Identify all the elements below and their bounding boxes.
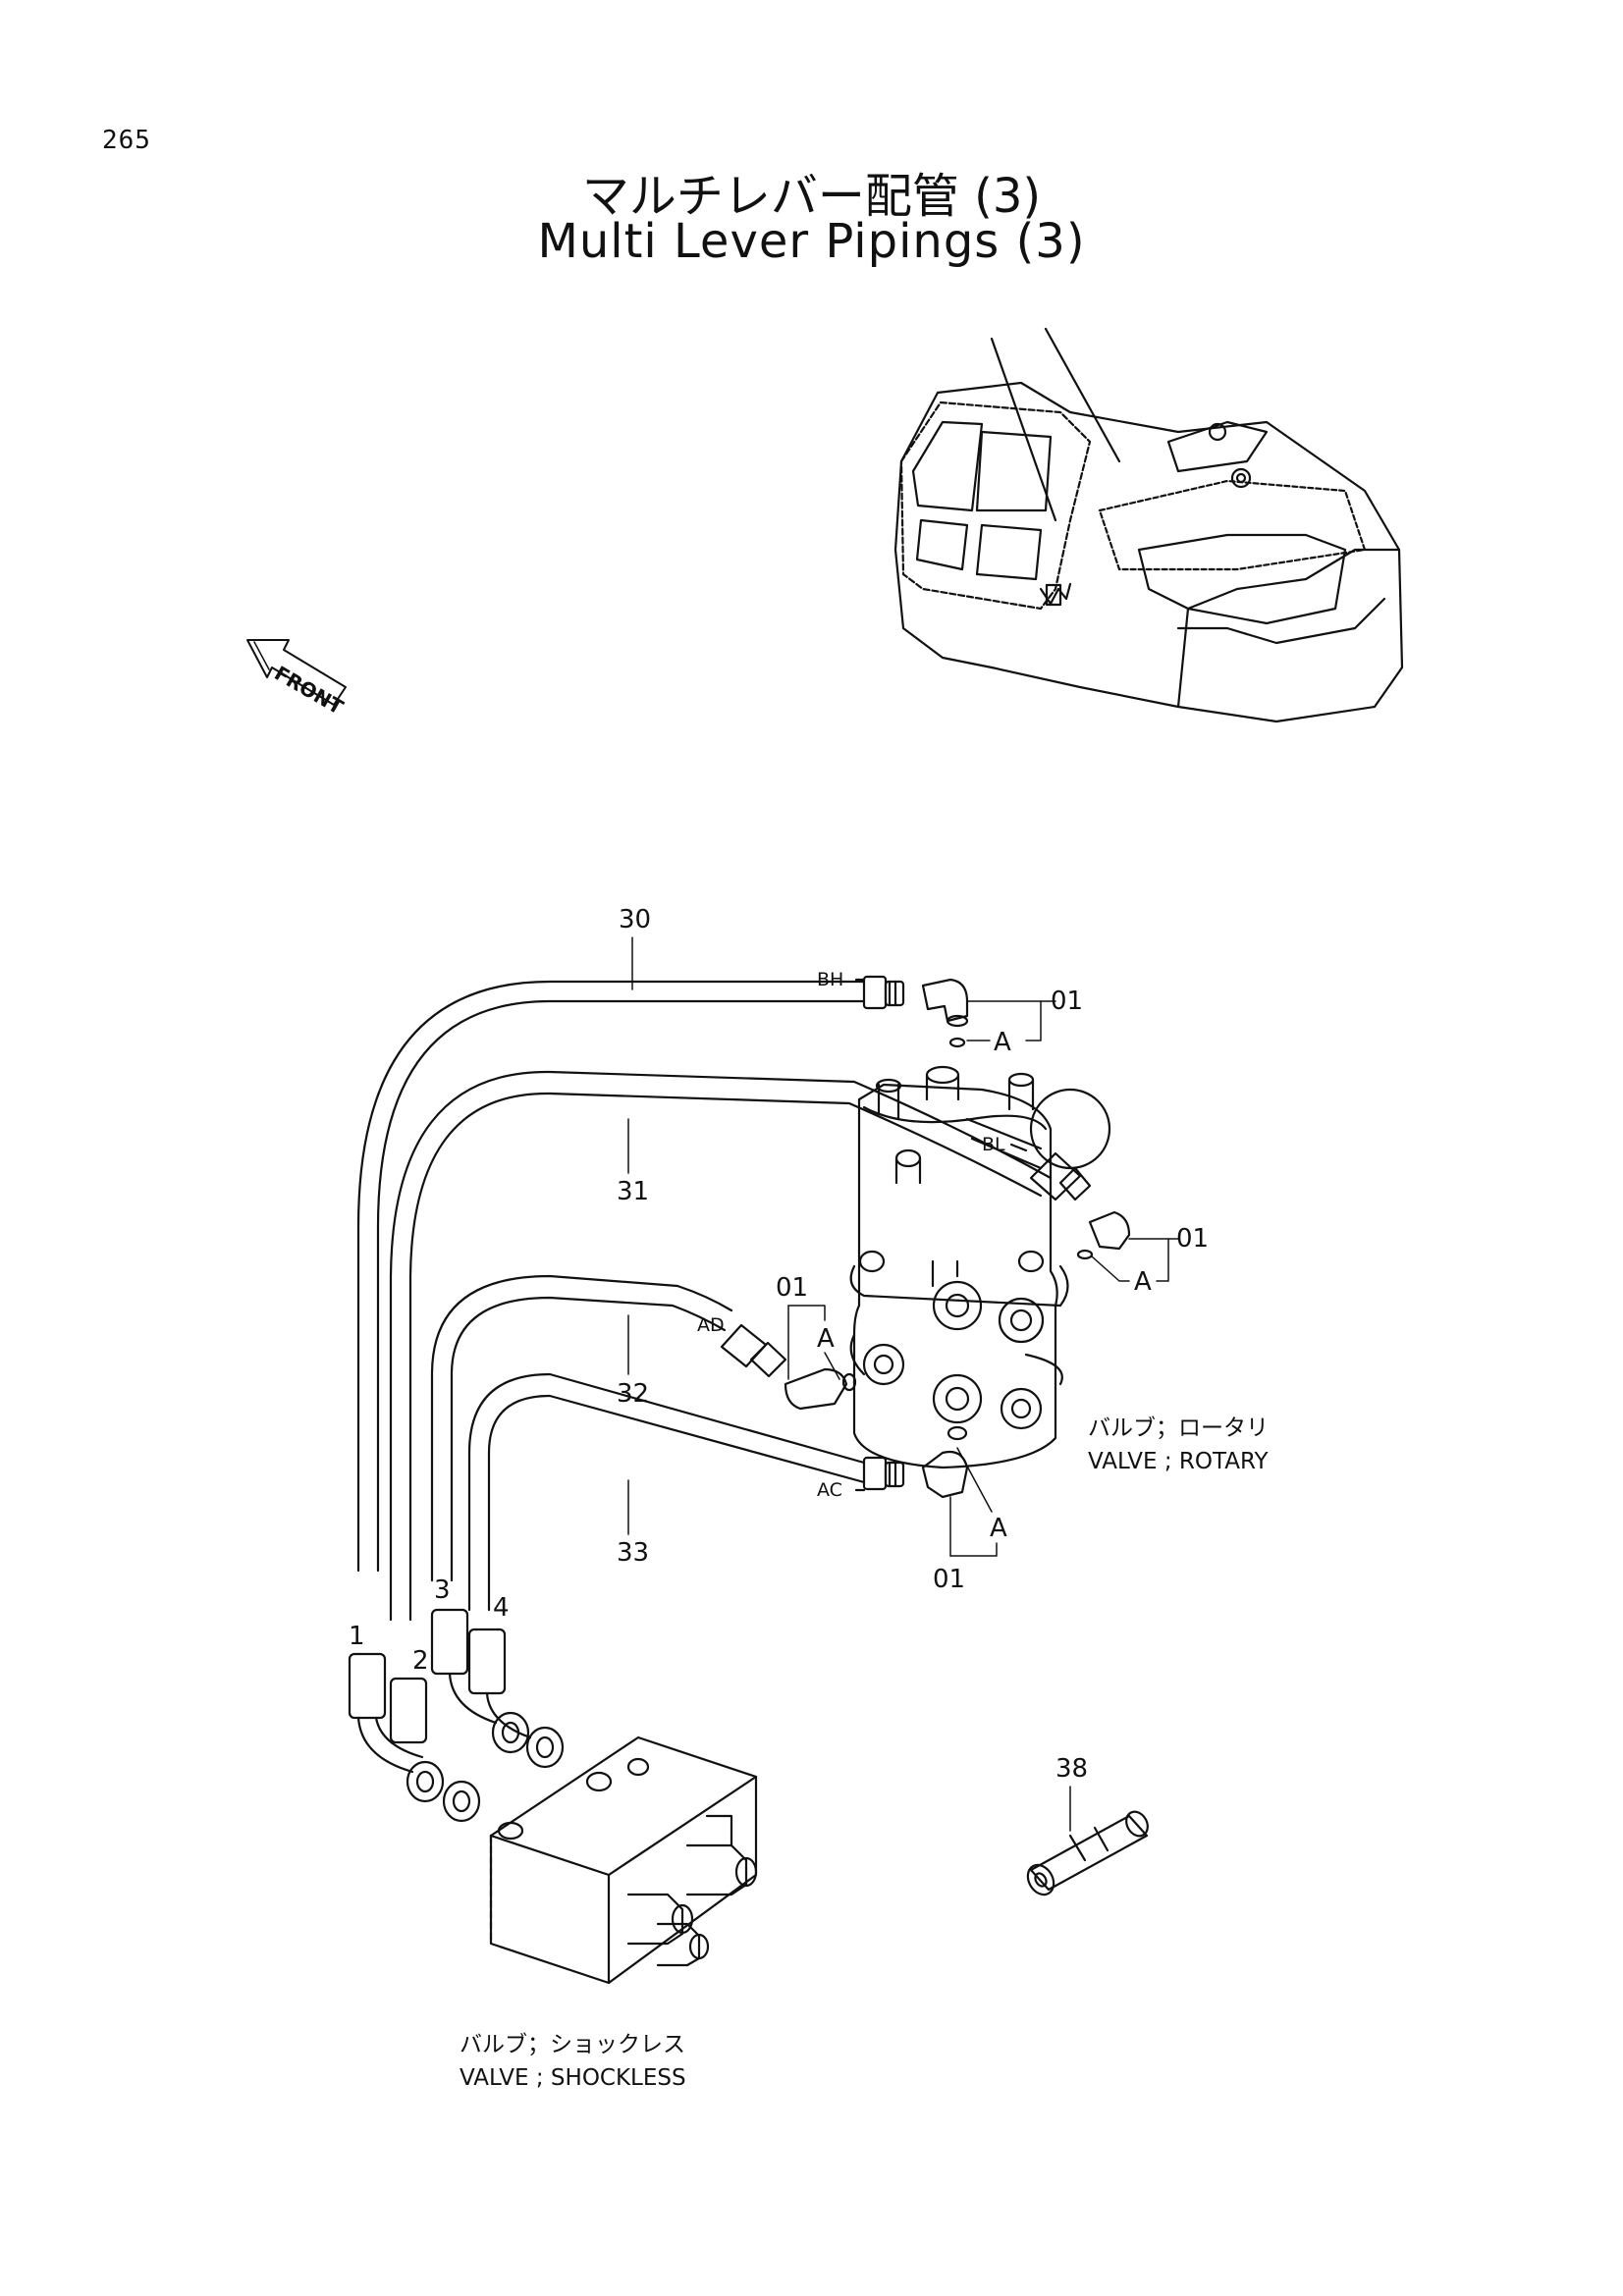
callout-01-bottom: A 01	[933, 1447, 1007, 1594]
callout-31: 31	[617, 1118, 649, 1206]
callout-01-right-label: 01	[1176, 1224, 1209, 1254]
callout-01-bottom-label: 01	[933, 1565, 965, 1594]
hose-fitting-bl	[1029, 1151, 1092, 1201]
callout-32-label: 32	[617, 1379, 649, 1409]
hose-fitting-bh	[862, 975, 905, 1010]
hose-end-1	[348, 1652, 481, 1823]
page-title-japanese: マルチレバー配管 (3)	[581, 169, 1042, 224]
pipe-number-2: 2	[412, 1646, 429, 1676]
detail-a-right-label: A	[1134, 1267, 1152, 1297]
hose-end-4	[467, 1628, 565, 1769]
hose-33	[467, 1372, 866, 1612]
callout-01-top-label: 01	[1051, 987, 1083, 1016]
front-direction-marker: FRONT	[246, 639, 349, 720]
rotary-valve-label-english: VALVE ; ROTARY	[1088, 1449, 1270, 1474]
callout-01-top: 01 A	[966, 987, 1083, 1057]
shockless-valve-label-english: VALVE ; SHOCKLESS	[460, 2065, 686, 2091]
port-label-bh: BH	[817, 969, 843, 990]
part-38-adapter: 38	[1026, 1754, 1149, 1896]
elbow-fitting-01-left	[784, 1367, 857, 1411]
shockless-valve-block	[489, 1735, 758, 1985]
rotary-valve-body	[849, 1065, 1111, 1469]
callout-30: 30	[619, 905, 651, 990]
hose-31	[389, 1070, 1053, 1622]
callout-38-label: 38	[1055, 1754, 1088, 1784]
callout-32: 32	[617, 1314, 649, 1409]
front-label: FRONT	[271, 662, 349, 720]
page-number: 265	[102, 126, 151, 155]
callout-33: 33	[617, 1479, 649, 1568]
shockless-valve-label-japanese: バルブ；ショックレス	[460, 2032, 685, 2057]
page-title-english: Multi Lever Pipings (3)	[537, 214, 1086, 269]
elbow-fitting-01-right	[1076, 1210, 1131, 1260]
elbow-fitting-01-bottom	[921, 1425, 969, 1499]
hose-32	[430, 1274, 733, 1582]
callout-01-left-label: 01	[776, 1273, 808, 1303]
callout-30-label: 30	[619, 905, 651, 934]
hose-fitting-ad	[720, 1323, 787, 1378]
hose-fitting-ac	[862, 1456, 905, 1491]
callout-01-left: 01 A	[776, 1273, 840, 1380]
pipe-number-3: 3	[434, 1575, 451, 1605]
port-label-ac: AC	[817, 1479, 842, 1501]
callout-01-right: 01 A	[1091, 1224, 1209, 1297]
rotary-valve-label-japanese: バルブ；ロータリ	[1088, 1415, 1269, 1441]
pipe-number-1: 1	[349, 1622, 365, 1651]
port-label-bl: BL	[982, 1134, 1005, 1155]
hose-end-3	[430, 1608, 530, 1754]
detail-a-bottom-label: A	[990, 1514, 1007, 1543]
detail-a-left-label: A	[817, 1324, 835, 1354]
hose-end-2	[389, 1677, 428, 1744]
port-label-ad: AD	[697, 1314, 725, 1336]
hose-30	[356, 980, 866, 1573]
callout-31-label: 31	[617, 1177, 649, 1206]
elbow-fitting-01-top	[921, 978, 969, 1048]
excavator-overview-illustration	[893, 327, 1404, 723]
detail-a-top-label: A	[994, 1028, 1011, 1057]
pipe-number-4: 4	[493, 1593, 510, 1623]
callout-33-label: 33	[617, 1538, 649, 1568]
